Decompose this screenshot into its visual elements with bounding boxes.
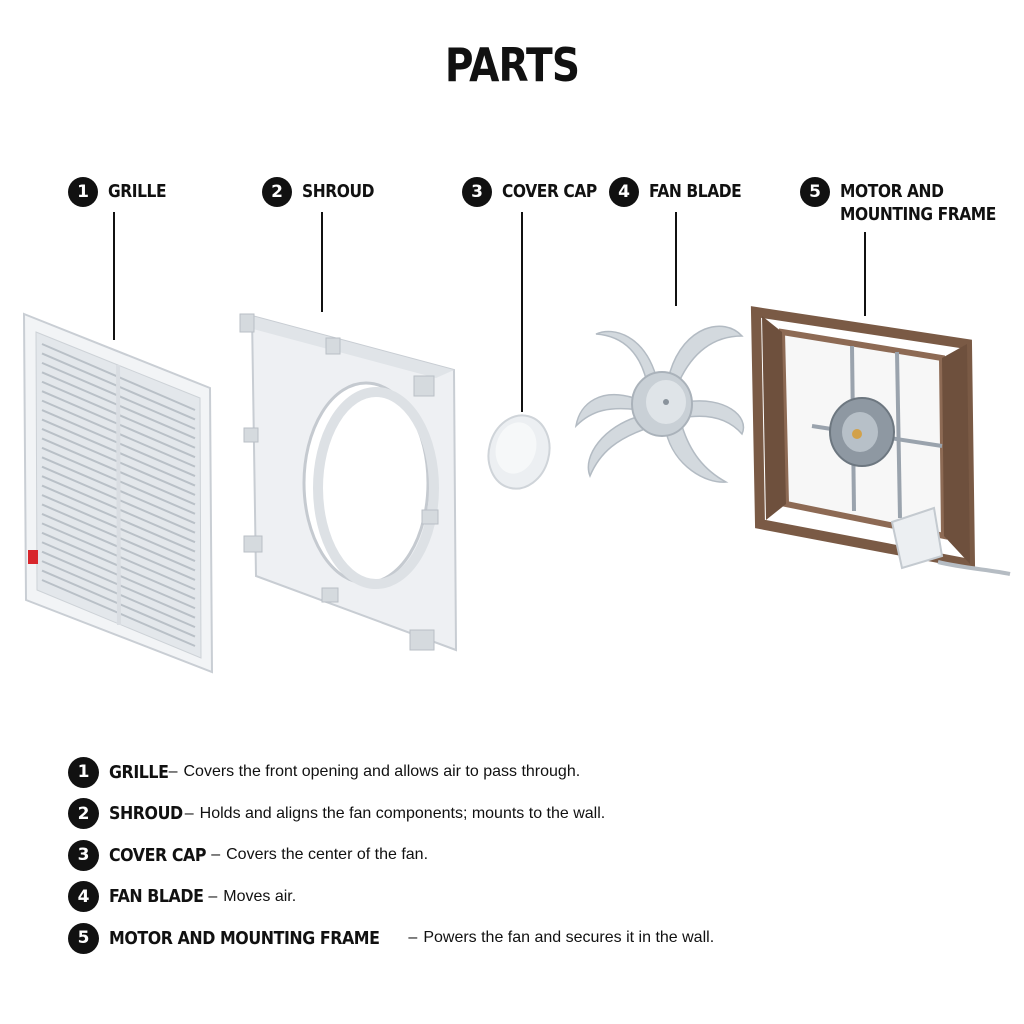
callout-cover-cap: 3 COVER CAP: [462, 177, 612, 207]
legend-name: MOTOR AND MOUNTING FRAME: [109, 927, 380, 949]
callout-number: 2: [262, 177, 292, 207]
legend-description: Moves air.: [223, 887, 297, 905]
legend-description: Covers the front opening and allows air …: [183, 763, 581, 780]
callout-label: SHROUD: [302, 181, 375, 202]
callout-label-line1: MOTOR AND: [840, 181, 944, 202]
legend-dash: –: [184, 804, 194, 822]
callout-label: FAN BLADE: [649, 181, 742, 202]
legend-dash: –: [408, 929, 418, 946]
callout-number: 4: [609, 177, 639, 207]
callout-motor-frame: 5 MOTOR AND MOUNTING FRAME: [800, 177, 1021, 226]
leader-line-motor-frame: [864, 232, 866, 316]
legend-name: SHROUD: [109, 803, 183, 824]
legend-item: 4 FAN BLADE – Moves air.: [68, 881, 968, 913]
callout-label: COVER CAP: [502, 181, 597, 202]
legend-item: 3 COVER CAP – Covers the center of the f…: [68, 839, 968, 871]
cover-cap-illustration: [487, 414, 551, 490]
page-title: PARTS: [444, 38, 580, 92]
legend-dash: –: [211, 846, 221, 863]
callout-number: 1: [68, 177, 98, 207]
legend-name: GRILLE: [109, 761, 169, 783]
leader-line-fan-blade: [675, 212, 677, 306]
legend-dash: –: [208, 887, 218, 905]
grille-illustration: [22, 312, 214, 674]
legend-description: Powers the fan and secures it in the wal…: [423, 929, 715, 946]
legend-name: FAN BLADE: [109, 886, 204, 907]
leader-line-shroud: [321, 212, 323, 312]
legend-number: 5: [68, 922, 99, 954]
callout-number: 5: [800, 177, 830, 207]
callout-grille: 1 GRILLE: [68, 177, 176, 207]
callout-label: GRILLE: [108, 181, 167, 202]
leader-line-grille: [113, 212, 115, 340]
callout-number: 3: [462, 177, 492, 207]
legend-name: COVER CAP: [109, 844, 206, 866]
legend-item: 2 SHROUD – Holds and aligns the fan comp…: [68, 798, 968, 830]
parts-legend: 1 GRILLE – Covers the front opening and …: [68, 756, 968, 964]
callout-label-line2: MOUNTING FRAME: [840, 204, 996, 225]
legend-description: Holds and aligns the fan components; mou…: [199, 804, 606, 822]
legend-number: 3: [68, 839, 99, 871]
legend-number: 2: [68, 798, 99, 829]
legend-number: 4: [68, 881, 99, 912]
motor-frame-illustration: [750, 306, 1011, 576]
callout-shroud: 2 SHROUD: [262, 177, 386, 207]
fan-blade-illustration: [574, 325, 745, 483]
legend-number: 1: [68, 756, 99, 788]
leader-line-cover-cap: [521, 212, 523, 412]
legend-dash: –: [168, 763, 178, 780]
legend-item: 1 GRILLE – Covers the front opening and …: [68, 756, 968, 788]
callout-fan-blade: 4 FAN BLADE: [609, 177, 756, 207]
legend-item: 5 MOTOR AND MOUNTING FRAME – Powers the …: [68, 922, 968, 954]
shroud-illustration: [239, 313, 458, 652]
legend-description: Covers the center of the fan.: [226, 846, 429, 863]
